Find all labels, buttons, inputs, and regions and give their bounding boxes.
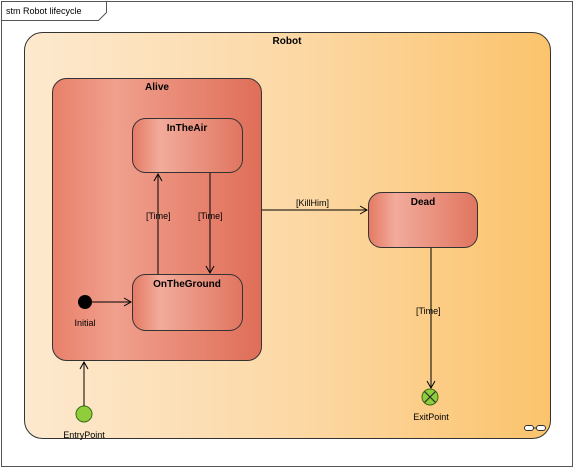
transition-air-to-ground-guard: [Time] <box>198 211 223 221</box>
initial-node <box>78 295 92 309</box>
exit-point[interactable]: ExitPoint <box>413 388 449 422</box>
state-on-the-ground-name: OnTheGround <box>153 279 221 290</box>
frame-title: stm Robot lifecycle <box>6 6 82 16</box>
transition-air-to-ground[interactable]: [Time] <box>198 173 223 275</box>
transition-dead-to-exit[interactable]: [Time] <box>416 248 441 390</box>
state-dead-name: Dead <box>411 197 435 208</box>
transition-ground-to-air-guard: [Time] <box>146 211 171 221</box>
state-alive-name: Alive <box>145 82 169 93</box>
initial-label: Initial <box>74 318 95 328</box>
transition-ground-to-air[interactable]: [Time] <box>146 172 171 274</box>
transition-alive-to-dead-guard: [KillHim] <box>296 198 329 208</box>
transition-alive-to-dead[interactable]: [KillHim] <box>262 198 369 215</box>
state-on-the-ground[interactable]: OnTheGround <box>132 274 243 331</box>
exit-point-label: ExitPoint <box>413 412 449 422</box>
state-dead[interactable]: Dead <box>368 192 478 248</box>
state-robot-name: Robot <box>273 36 303 47</box>
entry-point[interactable]: EntryPoint <box>63 405 105 440</box>
transition-dead-to-exit-guard: [Time] <box>416 306 441 316</box>
state-in-the-air[interactable]: InTheAir <box>132 118 243 173</box>
state-in-the-air-name: InTheAir <box>167 123 208 134</box>
initial-pseudostate[interactable]: Initial <box>74 295 96 328</box>
composite-state-icon <box>524 425 546 431</box>
entry-point-node <box>75 405 93 423</box>
entry-point-label: EntryPoint <box>63 430 105 440</box>
exit-point-cross-icon <box>424 391 436 403</box>
